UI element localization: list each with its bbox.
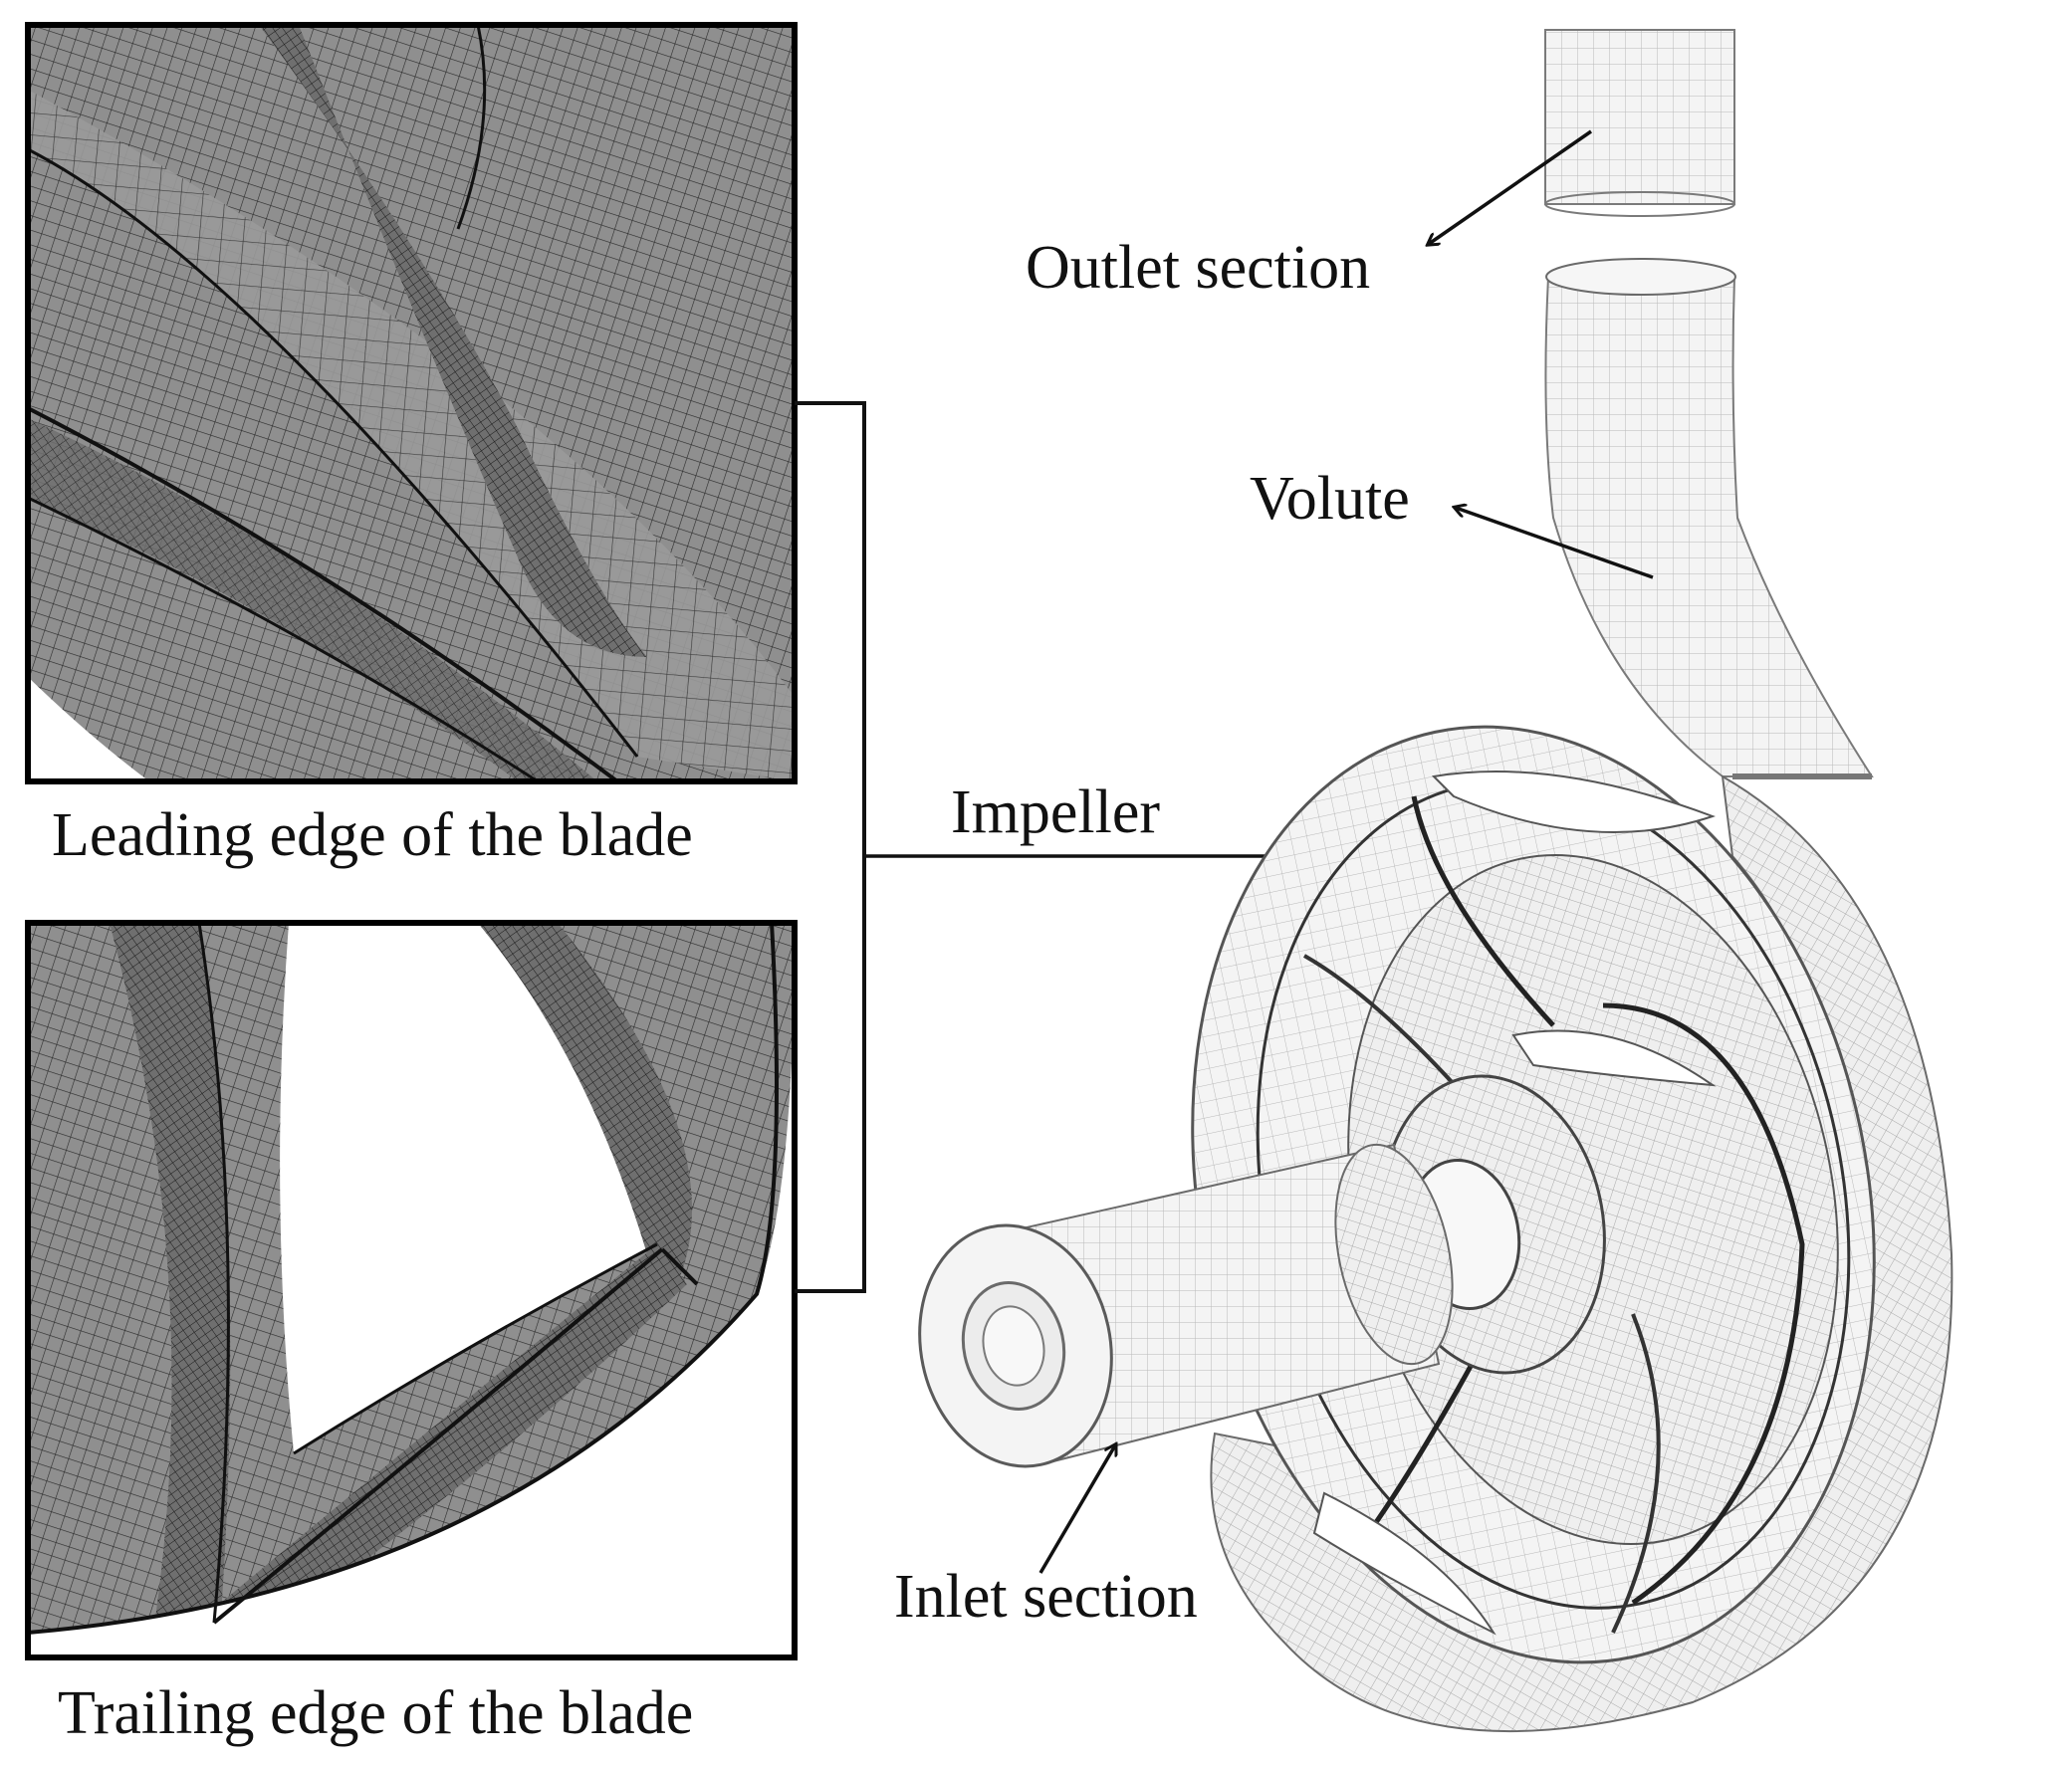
leading-edge-caption: Leading edge of the blade [52, 801, 693, 869]
volute-arrow [1456, 508, 1654, 579]
impeller-disc [1191, 725, 1876, 1664]
trailing-edge-panel [25, 920, 798, 1660]
inlet-section-label: Inlet section [894, 1563, 1198, 1631]
trailing-edge-caption: Trailing edge of the blade [58, 1679, 694, 1747]
impeller-label: Impeller [951, 778, 1161, 846]
outlet-section-label: Outlet section [1026, 234, 1371, 302]
panel-bracket [795, 401, 866, 1293]
volute-label: Volute [1250, 465, 1410, 533]
outlet-cylinder [1544, 29, 1735, 217]
inlet-pipe [918, 1143, 1454, 1468]
leading-edge-panel [25, 22, 798, 784]
inlet-arrow [1038, 1445, 1115, 1574]
pump-assembly [918, 29, 1954, 1733]
outlet-arrow [1429, 129, 1592, 244]
